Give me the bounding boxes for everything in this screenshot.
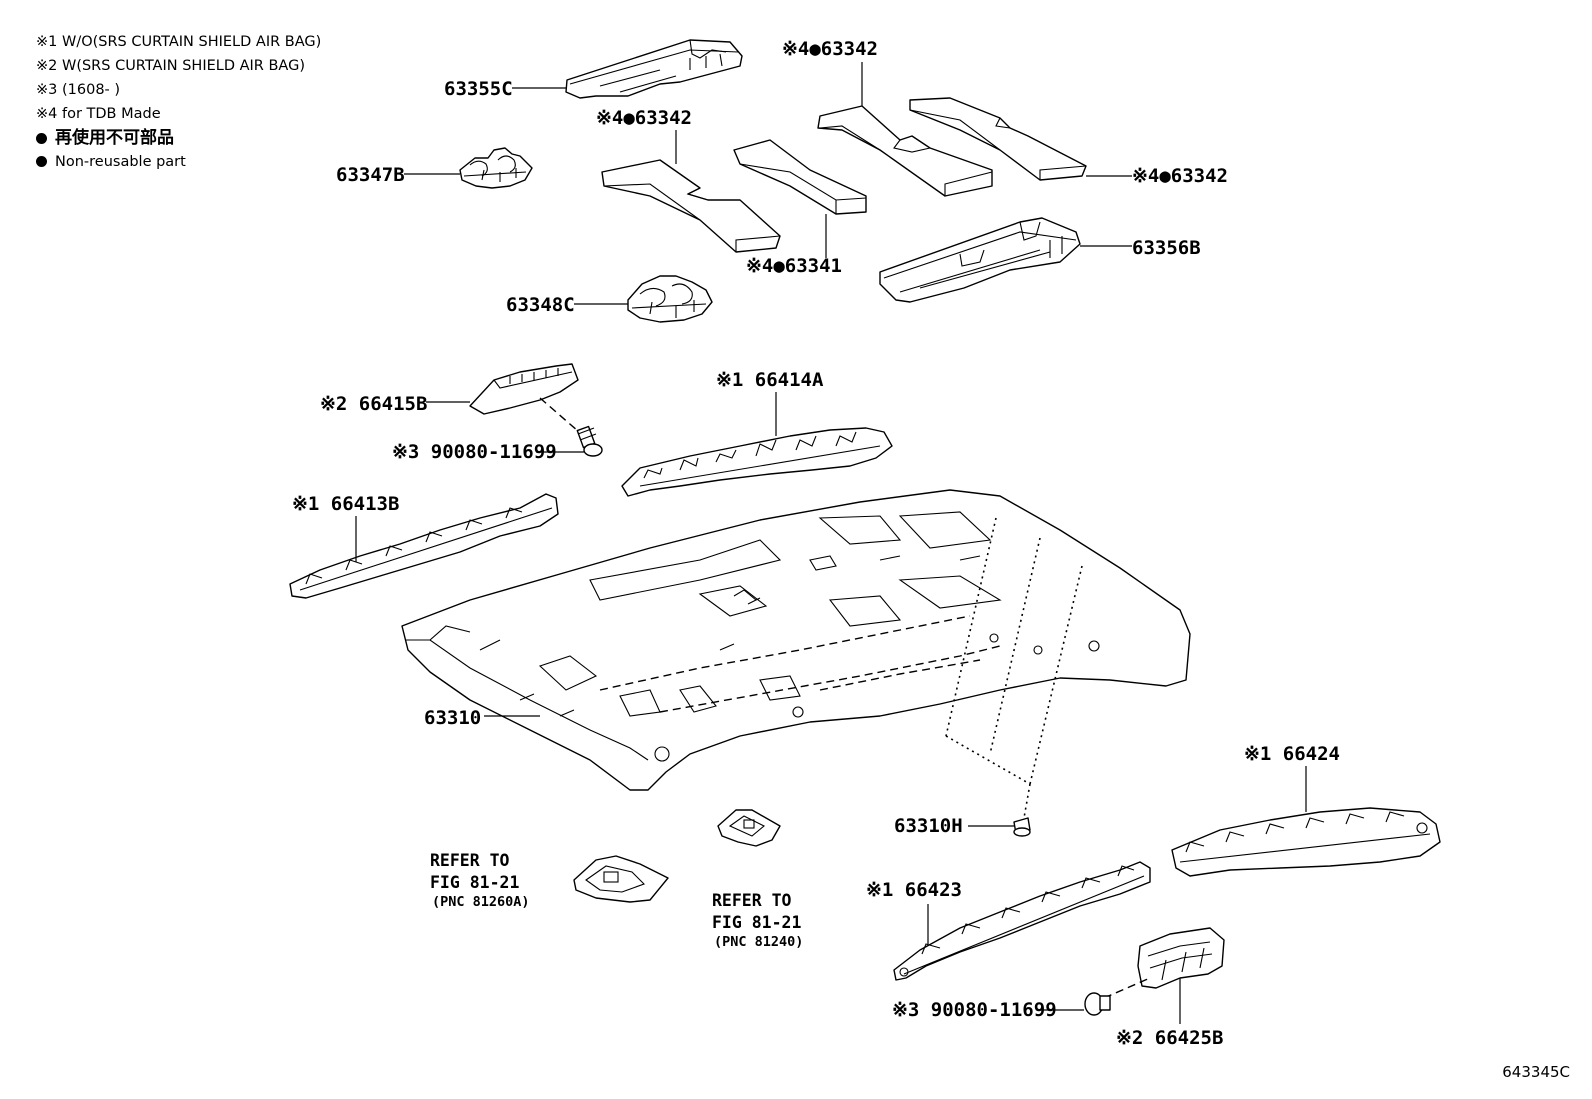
clip-guide-lines bbox=[945, 517, 1083, 819]
part-66425b[interactable] bbox=[1137, 927, 1225, 989]
svg-text:※2 66425B: ※2 66425B bbox=[1116, 1027, 1223, 1049]
bolt-90080-upper[interactable] bbox=[576, 425, 603, 457]
legend-note-4: ※4 for TDB Made bbox=[36, 106, 161, 122]
non-reusable-dot-icon bbox=[36, 156, 47, 167]
legend-note-2: ※2 W(SRS CURTAIN SHIELD AIR BAG) bbox=[36, 58, 305, 74]
svg-text:※1 66414A: ※1 66414A bbox=[716, 369, 824, 391]
svg-text:※1 66423: ※1 66423 bbox=[866, 879, 962, 901]
svg-text:※1 66424: ※1 66424 bbox=[1244, 743, 1340, 765]
label-66425b: ※2 66425B bbox=[1116, 978, 1223, 1049]
label-63341: ※4●63341 bbox=[746, 214, 842, 277]
legend-non-reusable-jp-text: 再使用不可部品 bbox=[55, 128, 174, 148]
label-63355c: 63355C bbox=[444, 78, 566, 100]
label-63347b: 63347B bbox=[336, 164, 460, 186]
part-66414a[interactable] bbox=[621, 427, 893, 497]
part-63348c[interactable] bbox=[627, 275, 713, 323]
svg-text:63356B: 63356B bbox=[1132, 237, 1201, 259]
part-63356b[interactable] bbox=[879, 217, 1081, 303]
label-63356b: 63356B bbox=[1080, 237, 1201, 259]
svg-text:63310H: 63310H bbox=[894, 815, 963, 837]
svg-text:※4●63342: ※4●63342 bbox=[596, 107, 692, 129]
svg-text:※4●63341: ※4●63341 bbox=[746, 255, 842, 277]
part-63347b[interactable] bbox=[459, 147, 533, 189]
svg-text:※3 90080-11699: ※3 90080-11699 bbox=[892, 999, 1057, 1021]
svg-text:63348C: 63348C bbox=[506, 294, 575, 316]
svg-text:REFER TO: REFER TO bbox=[430, 851, 510, 870]
label-63342-left: ※4●63342 bbox=[596, 107, 692, 164]
label-66414a: ※1 66414A bbox=[716, 369, 824, 436]
part-63341[interactable] bbox=[733, 139, 867, 215]
label-63342-right: ※4●63342 bbox=[1086, 165, 1228, 187]
bolt-guide-upper bbox=[539, 397, 587, 439]
svg-text:※3 90080-11699: ※3 90080-11699 bbox=[392, 441, 557, 463]
ref-a-text: REFER TO FIG 81-21 (PNC 81260A) bbox=[430, 851, 530, 910]
svg-text:※1 66413B: ※1 66413B bbox=[292, 493, 399, 515]
label-90080-upper: ※3 90080-11699 bbox=[392, 441, 584, 463]
svg-text:※4●63342: ※4●63342 bbox=[1132, 165, 1228, 187]
part-63342-right[interactable] bbox=[909, 97, 1087, 181]
svg-text:FIG 81-21: FIG 81-21 bbox=[712, 913, 801, 932]
svg-text:63347B: 63347B bbox=[336, 164, 405, 186]
label-63342-top: ※4●63342 bbox=[782, 38, 878, 106]
part-63342-left[interactable] bbox=[601, 159, 781, 253]
svg-text:REFER TO: REFER TO bbox=[712, 891, 792, 910]
legend-non-reusable-en-text: Non-reusable part bbox=[55, 154, 186, 170]
svg-text:(PNC 81260A): (PNC 81260A) bbox=[432, 894, 530, 910]
svg-text:(PNC 81240): (PNC 81240) bbox=[714, 934, 803, 950]
svg-text:63355C: 63355C bbox=[444, 78, 513, 100]
label-63310h: 63310H bbox=[894, 815, 1014, 837]
legend-note-3: ※3 (1608- ) bbox=[36, 82, 121, 98]
legend-non-reusable-jp: 再使用不可部品 bbox=[36, 126, 321, 150]
lamp-ref-a[interactable] bbox=[573, 855, 669, 903]
part-66424[interactable] bbox=[1171, 807, 1441, 877]
part-63342-top[interactable] bbox=[817, 105, 993, 197]
svg-text:※2 66415B: ※2 66415B bbox=[320, 393, 427, 415]
svg-text:63310: 63310 bbox=[424, 707, 481, 729]
legend-note-1: ※1 W/O(SRS CURTAIN SHIELD AIR BAG) bbox=[36, 34, 322, 50]
non-reusable-dot-icon bbox=[36, 133, 47, 144]
figure-id: 643345C bbox=[1502, 1063, 1570, 1081]
part-63355c[interactable] bbox=[565, 39, 743, 99]
clip-63310h[interactable] bbox=[1013, 817, 1031, 837]
label-66423: ※1 66423 bbox=[866, 879, 962, 944]
headliner-63310[interactable] bbox=[401, 489, 1191, 791]
part-66413b[interactable] bbox=[289, 493, 559, 599]
bolt-guide-lower bbox=[1103, 977, 1151, 999]
label-63310: 63310 bbox=[424, 707, 540, 729]
ref-b-text: REFER TO FIG 81-21 (PNC 81240) bbox=[712, 891, 803, 950]
label-66415b: ※2 66415B bbox=[320, 393, 470, 415]
bolt-90080-lower[interactable] bbox=[1084, 992, 1111, 1016]
label-66424: ※1 66424 bbox=[1244, 743, 1340, 812]
label-66413b: ※1 66413B bbox=[292, 493, 399, 562]
label-63348c: 63348C bbox=[506, 294, 628, 316]
lamp-ref-b[interactable] bbox=[717, 809, 781, 847]
svg-text:※4●63342: ※4●63342 bbox=[782, 38, 878, 60]
label-90080-lower: ※3 90080-11699 bbox=[892, 999, 1084, 1021]
part-66423[interactable] bbox=[893, 861, 1151, 981]
svg-text:FIG 81-21: FIG 81-21 bbox=[430, 873, 519, 892]
legend: ※1 W/O(SRS CURTAIN SHIELD AIR BAG) ※2 W(… bbox=[36, 30, 321, 174]
part-66415b[interactable] bbox=[469, 363, 579, 415]
legend-non-reusable-en: Non-reusable part bbox=[36, 150, 321, 174]
